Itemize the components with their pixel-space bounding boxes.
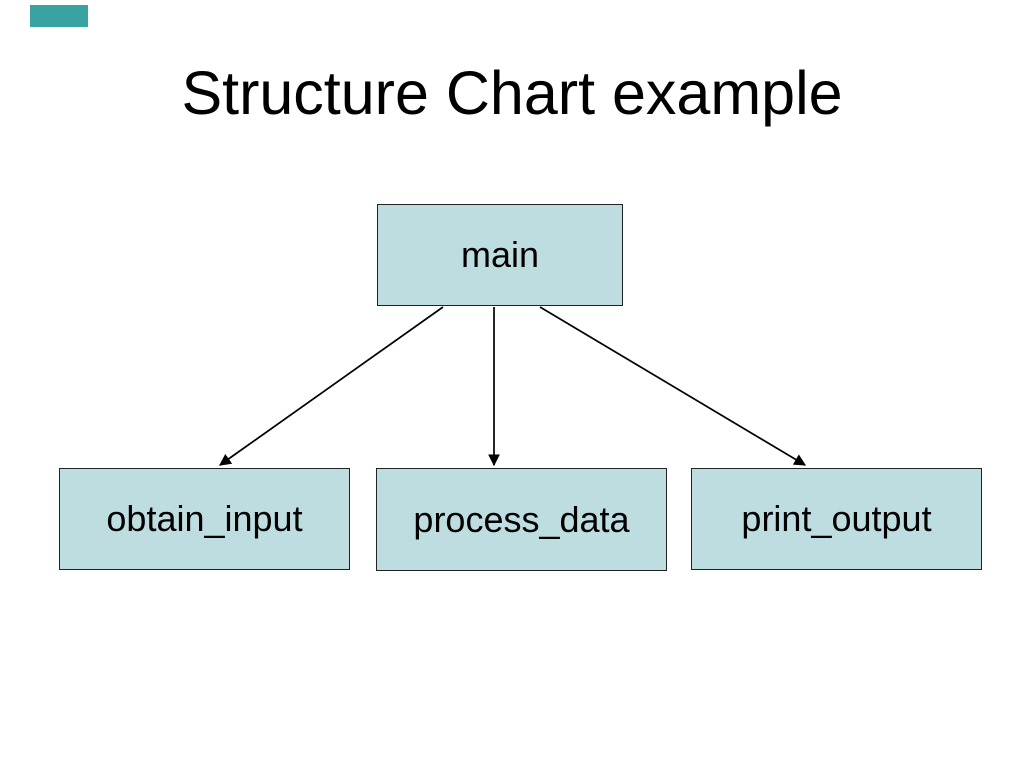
node-print-output-label: print_output — [741, 498, 932, 539]
edge-main-to-print-output — [539, 306, 807, 466]
slide-title: Structure Chart example — [181, 59, 843, 127]
node-main-label: main — [460, 234, 540, 275]
node-process-data: process_data — [376, 468, 667, 571]
edge-main-to-obtain-input — [219, 306, 444, 466]
node-obtain-input: obtain_input — [59, 468, 350, 570]
template-accent-rect — [30, 5, 88, 27]
node-obtain-input-label: obtain_input — [106, 498, 303, 539]
node-process-data-label: process_data — [413, 498, 630, 540]
node-main: main — [377, 204, 623, 306]
node-print-output: print_output — [691, 468, 982, 570]
